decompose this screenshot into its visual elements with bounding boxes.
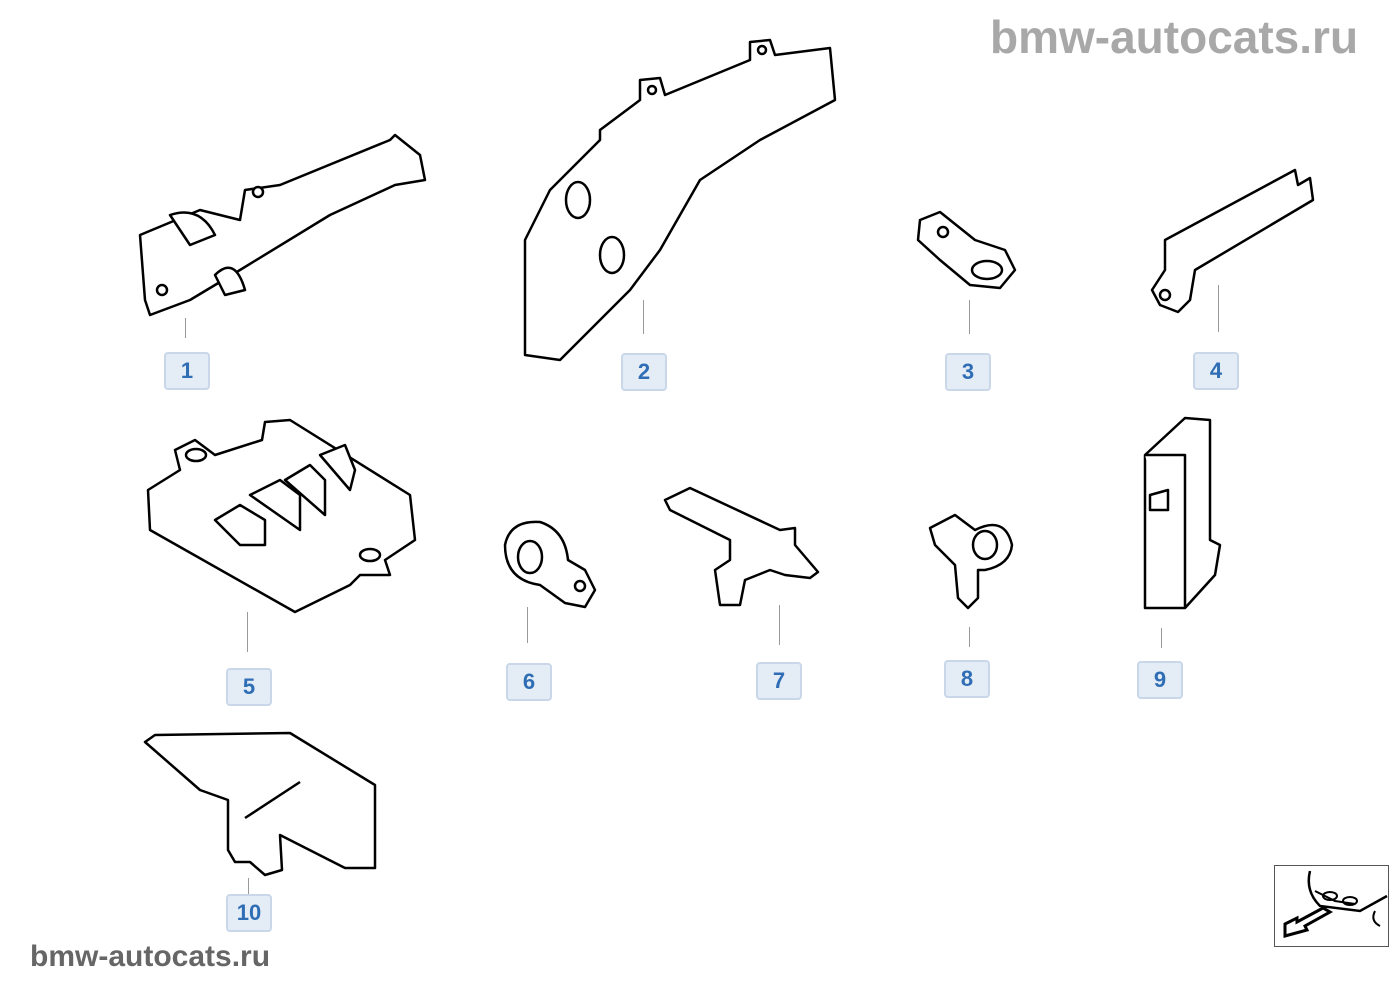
part-label-2[interactable]: 2 xyxy=(621,353,667,391)
leader-line xyxy=(247,612,248,652)
leader-line xyxy=(969,627,970,647)
watermark-top: bmw-autocats.ru xyxy=(990,11,1359,63)
leader-line xyxy=(1161,628,1162,648)
part-label-7[interactable]: 7 xyxy=(756,662,802,700)
part-1-bracket[interactable] xyxy=(138,133,427,317)
part-label-10[interactable]: 10 xyxy=(226,894,272,932)
part-4-clip[interactable] xyxy=(1150,168,1315,314)
part-label-1[interactable]: 1 xyxy=(164,352,210,390)
car-front-arrow-icon[interactable] xyxy=(1274,865,1389,947)
part-label-3[interactable]: 3 xyxy=(945,353,991,391)
leader-line xyxy=(185,318,186,338)
leader-line xyxy=(969,300,970,334)
part-label-8[interactable]: 8 xyxy=(944,660,990,698)
part-6-clamp[interactable] xyxy=(503,520,597,609)
leader-line xyxy=(527,607,528,643)
part-label-9[interactable]: 9 xyxy=(1137,661,1183,699)
leader-line xyxy=(248,878,249,894)
watermark-bottom: bmw-autocats.ru xyxy=(30,940,271,973)
part-10-cover[interactable] xyxy=(143,731,377,877)
part-5-holder[interactable] xyxy=(146,418,417,614)
part-8-clip[interactable] xyxy=(928,513,1014,610)
leader-line xyxy=(779,605,780,645)
part-9-cover[interactable] xyxy=(1143,416,1222,610)
part-label-4[interactable]: 4 xyxy=(1193,352,1239,390)
part-2-bracket[interactable] xyxy=(523,38,837,362)
leader-line xyxy=(643,300,644,334)
part-3-bracket[interactable] xyxy=(916,210,1017,290)
part-label-6[interactable]: 6 xyxy=(506,663,552,701)
leader-line xyxy=(1218,285,1219,332)
part-label-5[interactable]: 5 xyxy=(226,668,272,706)
part-7-clip[interactable] xyxy=(663,486,820,607)
